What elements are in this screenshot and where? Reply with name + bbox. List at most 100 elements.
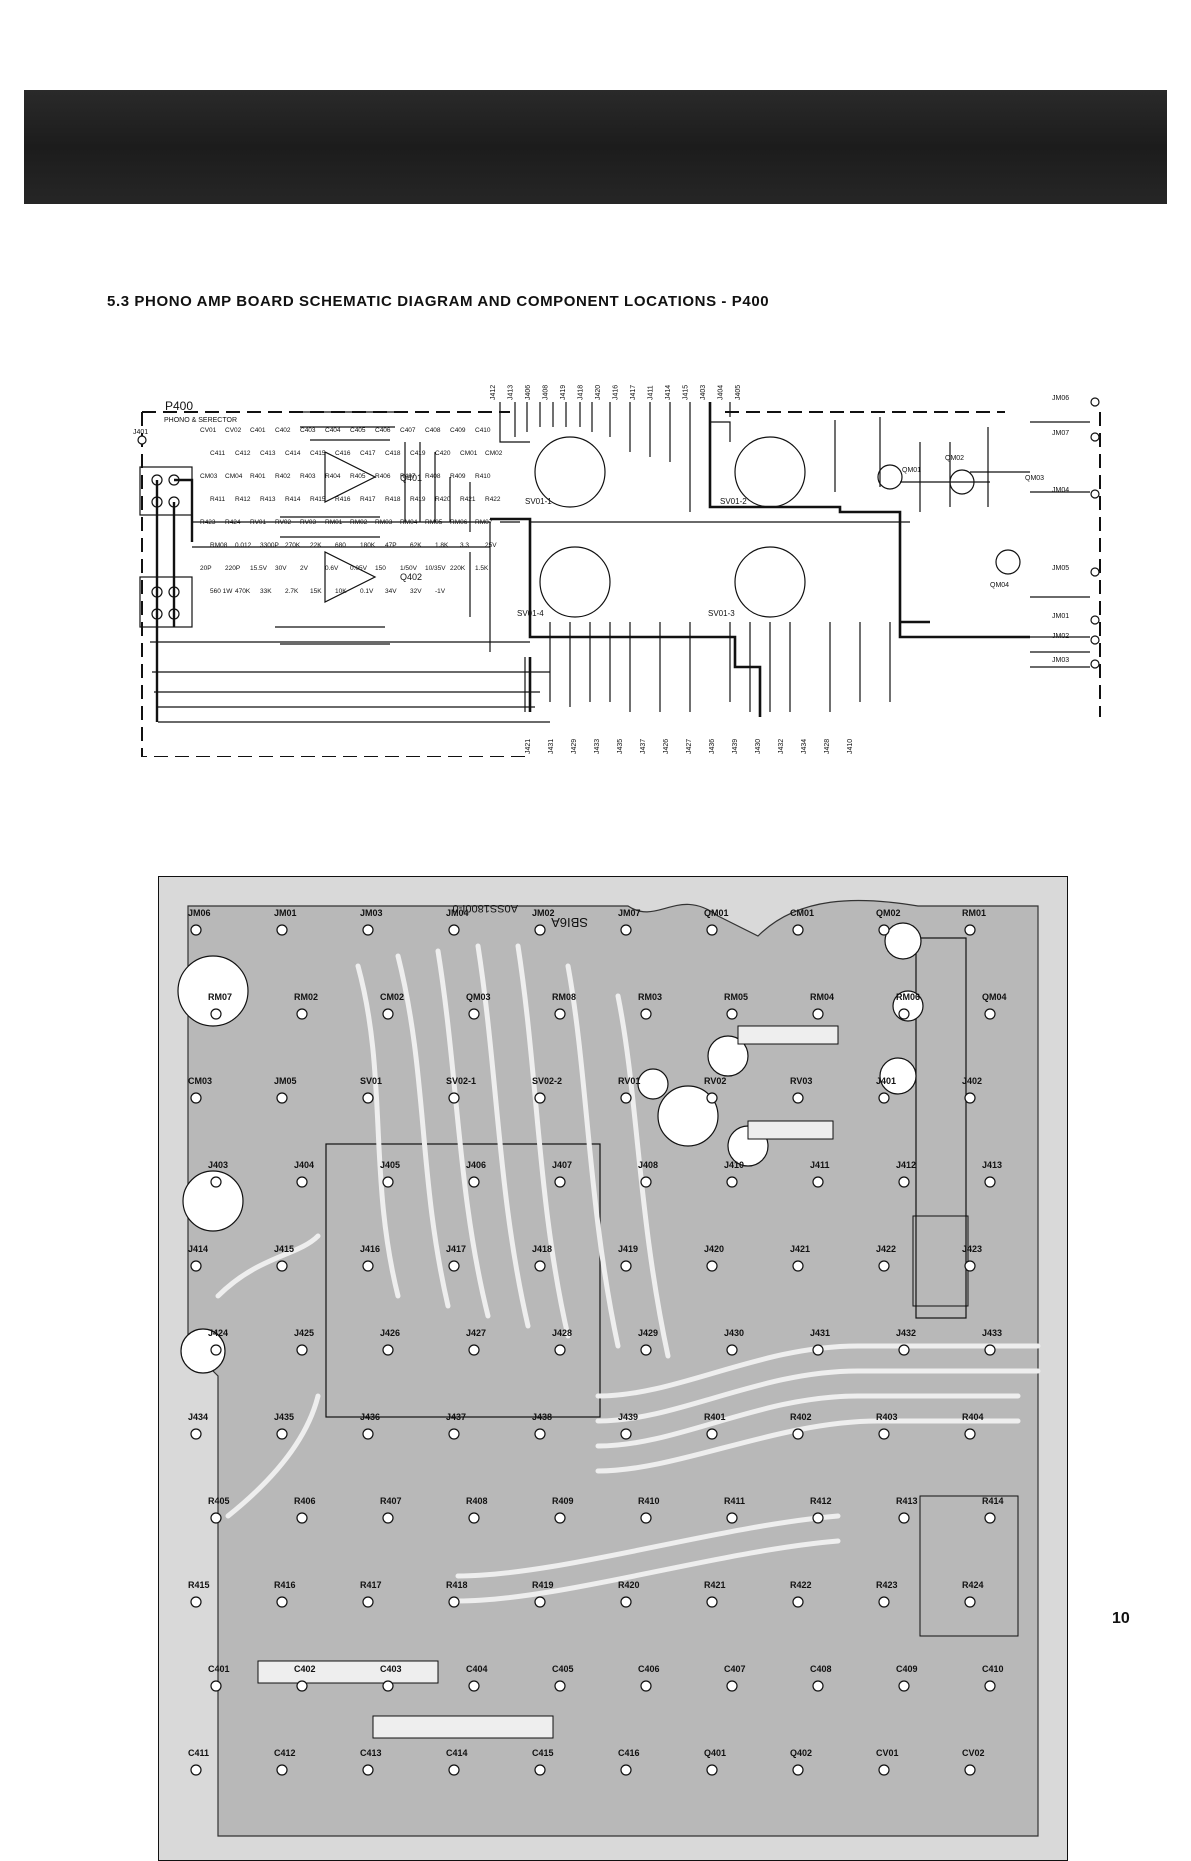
pcb-pad (964, 1260, 976, 1272)
bottom-jack-label: J432 (778, 739, 785, 754)
switch-label-sv01-1: SV01-1 (525, 497, 552, 506)
top-jack-label: J418 (578, 385, 585, 400)
pcb-pad (296, 1680, 308, 1692)
schematic-component-label: 3300P (260, 542, 279, 549)
pcb-component-label: R415 (188, 1580, 210, 1590)
bottom-jack-label: J421 (525, 739, 532, 754)
pcb-component-label: JM07 (618, 908, 641, 918)
transistor-label-qm02: QM02 (945, 455, 964, 462)
schematic-component-label: R420 (435, 496, 451, 503)
pcb-pad (792, 924, 804, 936)
pcb-pad (448, 1092, 460, 1104)
schematic-component-label: R411 (210, 496, 225, 503)
schematic-component-label: C420 (435, 450, 451, 457)
pcb-component-label: J410 (724, 1160, 744, 1170)
pcb-pad (296, 1008, 308, 1020)
pcb-pad (898, 1176, 910, 1188)
pcb-component-label: J433 (982, 1328, 1002, 1338)
pcb-pad (620, 1260, 632, 1272)
pcb-pad (726, 1008, 738, 1020)
terminal-label-jm05: JM05 (1052, 565, 1069, 572)
page-number: 10 (1112, 1610, 1130, 1627)
pcb-component-label: J404 (294, 1160, 314, 1170)
schematic-component-label: RM07 (475, 519, 493, 526)
schematic-component-label: 10/35V (425, 565, 446, 572)
schematic-component-label: RV02 (275, 519, 292, 526)
schematic-component-label: R402 (275, 473, 291, 480)
pcb-pad (448, 1428, 460, 1440)
pcb-pad (964, 924, 976, 936)
pcb-component-label: R420 (618, 1580, 640, 1590)
schematic-component-label: C405 (350, 427, 366, 434)
pcb-pad (554, 1512, 566, 1524)
pcb-component-label: J417 (446, 1244, 466, 1254)
pcb-component-label: C416 (618, 1748, 640, 1758)
pcb-pad (534, 1764, 546, 1776)
pcb-pad (296, 1344, 308, 1356)
pcb-pad (448, 1260, 460, 1272)
pcb-component-label: RM03 (638, 992, 662, 1002)
schematic-component-label: R412 (235, 496, 251, 503)
schematic-component-label: 1/50V (400, 565, 418, 572)
pcb-component-label: J403 (208, 1160, 228, 1170)
schematic-component-label: 32V (410, 588, 422, 595)
pcb-component-label: R423 (876, 1580, 898, 1590)
bottom-jack-label: J431 (548, 739, 555, 754)
pcb-pad (706, 1428, 718, 1440)
pcb-pad (898, 1680, 910, 1692)
pcb-pad (878, 1428, 890, 1440)
pcb-pad (726, 1344, 738, 1356)
pcb-component-label: J425 (294, 1328, 314, 1338)
pcb-pad (296, 1176, 308, 1188)
pcb-component-label: SV02-2 (532, 1076, 562, 1086)
switch-label-sv01-3: SV01-3 (708, 609, 735, 618)
pcb-pad (468, 1680, 480, 1692)
schematic-component-label: C403 (300, 427, 316, 434)
pcb-component-label: R412 (810, 1496, 832, 1506)
top-jack-label: J415 (683, 385, 690, 400)
pcb-component-label: CM03 (188, 1076, 212, 1086)
schematic-component-label: -1V (435, 588, 446, 595)
pcb-pad (190, 1596, 202, 1608)
schematic-component-label: R404 (325, 473, 341, 480)
pcb-pad (726, 1176, 738, 1188)
schematic-component-label: R406 (375, 473, 391, 480)
pcb-component-label: C403 (380, 1664, 402, 1674)
pcb-pad (726, 1512, 738, 1524)
schematic-component-label: 220P (225, 565, 240, 572)
bottom-jack-label: J439 (732, 739, 739, 754)
pcb-component-label: J406 (466, 1160, 486, 1170)
pcb-pad (362, 1596, 374, 1608)
pcb-component-label: R410 (638, 1496, 660, 1506)
schematic-component-label: 0.012 (235, 542, 252, 549)
schematic-component-label: CV02 (225, 427, 242, 434)
schematic-component-label: 150 (375, 565, 386, 572)
bottom-jack-label: J437 (640, 739, 647, 754)
schematic-component-label: RM01 (325, 519, 343, 526)
schematic-component-label: 1.5K (475, 565, 489, 572)
pcb-component-label: RM05 (724, 992, 748, 1002)
schematic-component-label: C417 (360, 450, 376, 457)
schematic-component-label: R415 (310, 496, 326, 503)
pcb-component-label: R414 (982, 1496, 1004, 1506)
pcb-component-label: QM04 (982, 992, 1007, 1002)
pcb-pad (448, 1764, 460, 1776)
pcb-component-label: R411 (724, 1496, 745, 1506)
schematic-component-label: C416 (335, 450, 351, 457)
pcb-pad (726, 1680, 738, 1692)
pcb-pad (706, 1260, 718, 1272)
bottom-jack-label: J427 (686, 739, 693, 754)
schematic-component-label: C414 (285, 450, 301, 457)
pcb-component-label: CM01 (790, 908, 814, 918)
pcb-component-label: C405 (552, 1664, 574, 1674)
pcb-pad (362, 924, 374, 936)
schematic-component-label: 270K (285, 542, 301, 549)
schematic-component-label: R422 (485, 496, 501, 503)
schematic-component-label: 10K (335, 588, 347, 595)
schematic-component-label: RV03 (300, 519, 317, 526)
bottom-jack-label: J428 (824, 739, 831, 754)
pcb-pad (468, 1008, 480, 1020)
pcb-pad (362, 1092, 374, 1104)
pcb-component-label: C407 (724, 1664, 746, 1674)
schematic-component-label: 560 1W (210, 588, 233, 595)
